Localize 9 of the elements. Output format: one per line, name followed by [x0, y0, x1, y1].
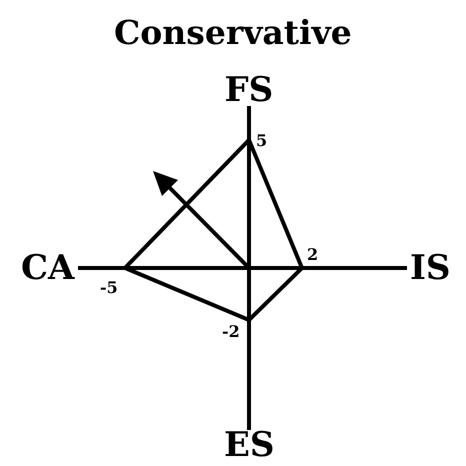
tick-label: -2: [222, 324, 240, 340]
tick-label: 5: [256, 133, 268, 149]
axis-label: ES: [224, 428, 274, 462]
tick-label: 2: [307, 247, 318, 263]
axis-label: FS: [224, 73, 274, 107]
title: Conservative: [114, 16, 352, 48]
tick-label: -5: [100, 280, 118, 296]
axis-label: CA: [21, 251, 74, 285]
axis-label: IS: [410, 251, 450, 285]
